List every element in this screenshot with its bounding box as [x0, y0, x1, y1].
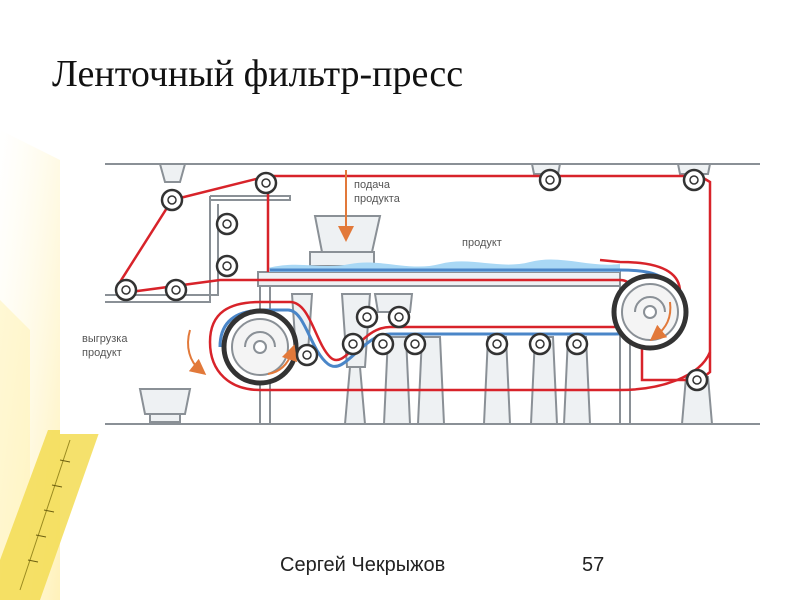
roller — [215, 254, 239, 278]
rollers — [114, 168, 709, 392]
discharge-bin — [138, 388, 192, 423]
roller — [164, 278, 188, 302]
discharge-drum — [221, 308, 299, 386]
rotation-arrow — [267, 344, 298, 375]
roller — [341, 332, 365, 356]
roller — [215, 212, 239, 236]
roller — [565, 332, 589, 356]
feed-label-line2: продукта — [354, 193, 401, 205]
roller-hanger — [158, 163, 187, 183]
roller — [682, 168, 706, 192]
roller — [295, 343, 319, 367]
drive-drum — [611, 273, 689, 351]
upper-frame — [105, 204, 219, 296]
diagram-canvas: подача продукта продукт выгрузка продукт — [82, 163, 760, 425]
upper-bracket — [210, 195, 291, 201]
page-number: 57 — [582, 554, 605, 576]
roller — [114, 278, 138, 302]
footer-author: Сергей Чекрыжов — [280, 554, 446, 576]
roller — [685, 368, 709, 392]
discharge-label-line1: выгрузка — [82, 333, 128, 345]
upper-frame — [105, 196, 211, 303]
support-pillar — [382, 336, 412, 425]
discharge-label-line2: продукт — [82, 347, 122, 359]
roller — [355, 305, 379, 329]
roller — [371, 332, 395, 356]
support-pillar — [416, 336, 446, 425]
feed-label-line1: подача — [354, 179, 391, 191]
slide-title: Ленточный фильтр-пресс — [52, 53, 464, 95]
product-label: продукт — [462, 237, 502, 249]
roller — [538, 168, 562, 192]
belt-filter-press-diagram: подача продукта продукт выгрузка продукт — [60, 152, 770, 434]
roller — [485, 332, 509, 356]
ruler-decoration — [0, 430, 100, 600]
rotation-arrow — [187, 329, 207, 376]
roller — [528, 332, 552, 356]
roller — [403, 332, 427, 356]
roller — [254, 171, 278, 195]
rotation-arrow — [649, 301, 672, 341]
roller — [160, 188, 184, 212]
roller — [387, 305, 411, 329]
